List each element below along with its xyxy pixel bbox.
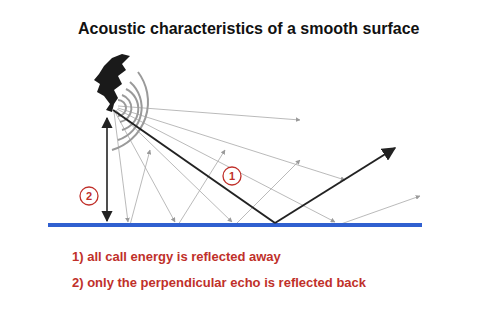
perpendicular-echo bbox=[106, 118, 108, 221]
reflected-ray bbox=[275, 148, 395, 223]
incident-ray bbox=[113, 110, 275, 223]
smooth-surface bbox=[48, 223, 422, 227]
bat-silhouette bbox=[94, 54, 130, 112]
callout-number: 2 bbox=[80, 187, 98, 205]
sound-rays bbox=[114, 106, 420, 225]
explanation-note: 1) all call energy is reflected away bbox=[72, 249, 281, 264]
callout-circle bbox=[80, 187, 98, 205]
callout-circle bbox=[223, 167, 241, 185]
explanation-note: 2) only the perpendicular echo is reflec… bbox=[72, 275, 366, 290]
callout-number: 1 bbox=[223, 167, 241, 185]
diagram-title: Acoustic characteristics of a smooth sur… bbox=[78, 20, 419, 38]
